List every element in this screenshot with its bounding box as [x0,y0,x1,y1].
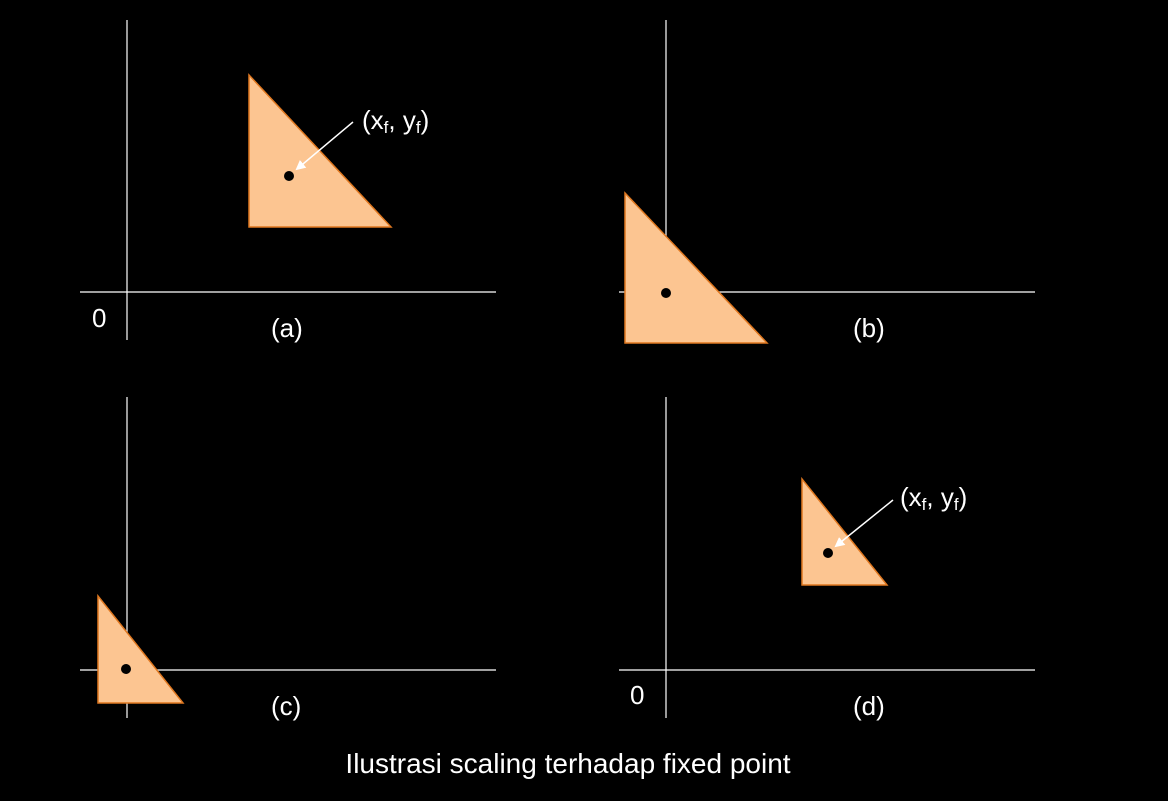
panel-label: (d) [853,691,885,721]
final-triangle [801,476,889,586]
fixed-point-dot [823,548,833,558]
panel-label: (a) [271,313,303,343]
panel-b: (b) [619,20,1035,344]
origin-label: 0 [630,680,644,710]
origin-label: 0 [92,303,106,333]
fixed-point-arrow [834,499,894,548]
fixed-point-dot [661,288,671,298]
panel-a: (xf, yf) 0 (a) [80,20,496,343]
translated-triangle [624,191,769,344]
panel-d: (xf, yf) 0 (d) [619,397,1035,721]
fixed-point-dot [284,171,294,181]
original-triangle [248,73,393,228]
scaled-triangle [97,593,185,704]
fixed-point-arrow [295,121,354,171]
panel-label: (b) [853,313,885,343]
panel-c: (c) [80,397,496,721]
panel-label: (c) [271,691,301,721]
caption: Ilustrasi scaling terhadap fixed point [345,748,790,779]
fixed-point-label: (xf, yf) [900,482,967,514]
fixed-point-dot [121,664,131,674]
fixed-point-label: (xf, yf) [362,105,429,137]
